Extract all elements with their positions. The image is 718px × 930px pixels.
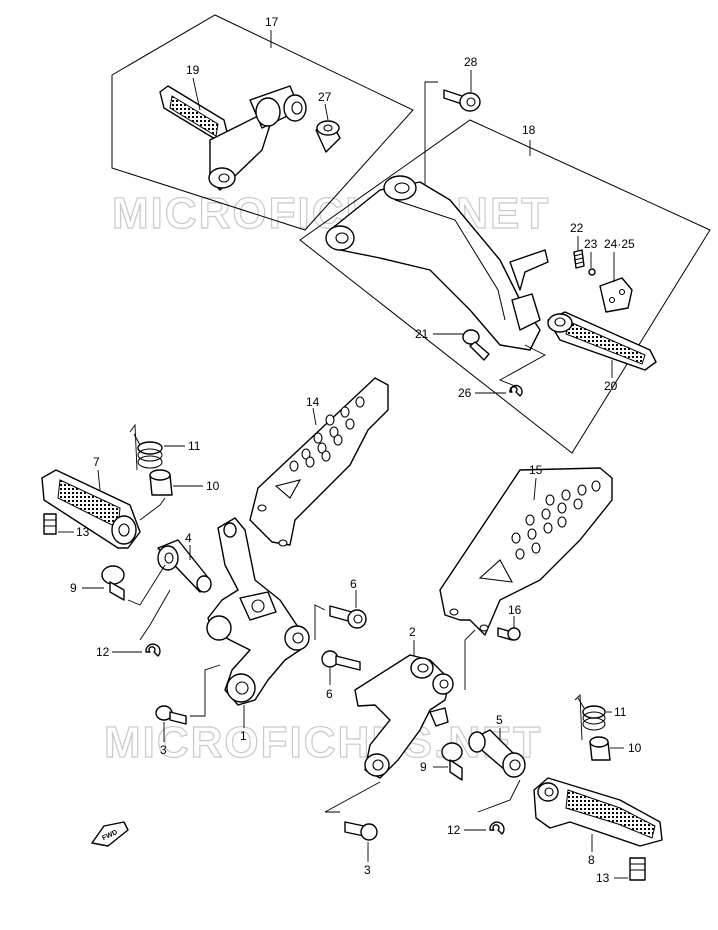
kit-18-outline [299, 119, 711, 454]
ball-23[interactable] [588, 268, 596, 276]
label-28: 28 [464, 55, 478, 69]
bolt-13-right[interactable] [629, 857, 646, 881]
label-14: 14 [306, 395, 320, 409]
label-6-lower: 6 [326, 687, 333, 701]
footpeg-8[interactable] [533, 777, 663, 847]
label-8: 8 [588, 853, 595, 867]
collar-10-right[interactable] [589, 736, 611, 761]
label-19: 19 [186, 63, 200, 77]
collar-10-left[interactable] [149, 469, 173, 496]
bolt-3-left[interactable] [155, 705, 187, 725]
label-24-25: 24·25 [604, 237, 635, 251]
rear-footrest-bracket-18[interactable] [325, 175, 549, 351]
label-1: 1 [240, 729, 247, 743]
e-clip-12-right[interactable] [489, 821, 505, 835]
label-9-right: 9 [420, 760, 427, 774]
label-11-right: 11 [614, 705, 627, 719]
forward-arrow-icon: FWD [91, 821, 129, 847]
pivot-shaft-5[interactable] [468, 729, 526, 778]
label-12-right: 12 [447, 823, 461, 837]
bolt-6-upper[interactable] [329, 605, 367, 629]
label-12-left: 12 [96, 645, 110, 659]
label-11-left: 11 [188, 439, 201, 453]
label-6-upper: 6 [350, 577, 357, 591]
watermark-top: MICROFICHES.NET [112, 189, 550, 238]
heel-plate-15[interactable] [439, 467, 613, 636]
pin-9-right[interactable] [441, 742, 463, 781]
kit-18-group: 18 22 23 24·25 [299, 119, 711, 454]
plate-24-25[interactable] [599, 277, 633, 313]
pin-9-left[interactable] [101, 565, 125, 601]
e-clip-12-left[interactable] [145, 643, 161, 657]
pin-21[interactable] [462, 329, 490, 361]
bolt-3-right[interactable] [344, 821, 378, 841]
footpeg-7[interactable] [41, 469, 141, 549]
heel-plate-14[interactable] [249, 377, 389, 547]
watermark-bottom: MICROFICHES.NET [104, 718, 542, 767]
kit-17-outline [111, 14, 414, 231]
spring-11-left[interactable] [133, 433, 163, 469]
bolt-13-left[interactable] [43, 513, 57, 535]
front-footrest-bracket-2[interactable] [354, 654, 454, 779]
label-5: 5 [496, 713, 503, 727]
label-18: 18 [522, 123, 536, 137]
label-7: 7 [93, 455, 100, 469]
label-20: 20 [604, 379, 618, 393]
label-3-left: 3 [160, 743, 167, 757]
label-15: 15 [529, 463, 543, 477]
bolt-6-lower[interactable] [321, 650, 361, 671]
pivot-shaft-4[interactable] [157, 539, 212, 593]
label-23: 23 [584, 237, 598, 251]
label-22: 22 [570, 221, 584, 235]
label-27: 27 [318, 90, 332, 104]
bolt-28[interactable] [443, 89, 481, 112]
front-footrest-bracket-1[interactable] [206, 517, 310, 706]
label-26: 26 [458, 386, 472, 400]
collar-27[interactable] [315, 120, 341, 153]
spring-11-right[interactable] [577, 697, 606, 731]
label-2: 2 [409, 625, 416, 639]
e-clip-26[interactable] [509, 384, 523, 397]
spring-22[interactable] [573, 249, 585, 269]
label-4: 4 [185, 531, 192, 545]
footpeg-19[interactable] [159, 85, 307, 191]
bolt-16[interactable] [497, 627, 521, 641]
footpeg-20[interactable] [547, 311, 657, 371]
label-21: 21 [415, 327, 429, 341]
label-13-left: 13 [76, 525, 90, 539]
label-13-right: 13 [596, 871, 610, 885]
label-9-left: 9 [70, 581, 77, 595]
kit-17-group: 17 19 27 [111, 14, 414, 231]
label-10-left: 10 [206, 479, 220, 493]
label-16: 16 [508, 603, 522, 617]
label-10-right: 10 [628, 741, 642, 755]
label-17: 17 [265, 15, 279, 29]
label-3-right: 3 [364, 863, 371, 877]
